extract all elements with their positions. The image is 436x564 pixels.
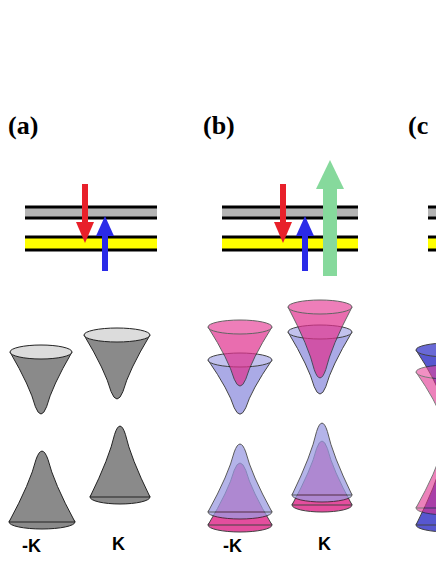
yellow-band [222, 237, 358, 250]
valley-label: -K [22, 537, 41, 555]
arrow-head [76, 222, 94, 243]
band-edge [428, 217, 436, 220]
band-edge [25, 249, 157, 252]
arrow-shaft [302, 234, 308, 271]
yellow-band [25, 237, 157, 250]
valence-cone [9, 451, 75, 529]
panel-label: (c [408, 113, 428, 139]
valence-cone [292, 423, 352, 502]
cone-rim [416, 365, 436, 379]
cone-body [292, 423, 352, 495]
band-levels [428, 207, 436, 250]
arrow-head [316, 160, 344, 189]
spin-down-arrow [76, 184, 94, 243]
arrow-head [96, 216, 114, 236]
cone-body [208, 327, 272, 386]
arrow-shaft [102, 234, 108, 271]
band-edge [25, 236, 157, 239]
arrow-shaft [323, 186, 337, 276]
band-edge [222, 217, 358, 220]
band-edge [25, 206, 157, 209]
cone-rim [288, 300, 352, 314]
gray-band [222, 207, 358, 218]
valence-cone [90, 426, 150, 504]
arrow-head [296, 216, 314, 236]
cone-rim [416, 343, 436, 357]
gray-band [428, 207, 436, 218]
cone-body [416, 372, 436, 426]
band-edge [428, 206, 436, 209]
valley-label: K [318, 535, 331, 553]
spin-down-arrow [274, 184, 292, 243]
conduction-cone [208, 320, 272, 386]
field-arrow [316, 160, 344, 276]
conduction-cone [10, 345, 72, 414]
cone-rim [10, 345, 72, 359]
cone-body [10, 352, 72, 414]
arrow-head [274, 222, 292, 243]
panel-label: (b) [203, 113, 235, 139]
band-edge [222, 249, 358, 252]
cone-body [90, 426, 150, 497]
conduction-cone [416, 365, 436, 426]
panel-label: (a) [8, 113, 38, 139]
band-levels [222, 207, 358, 250]
band-edge [222, 206, 358, 209]
spin-up-arrow [96, 216, 114, 271]
band-edge [222, 236, 358, 239]
cone-rim [84, 328, 150, 342]
valley-label: -K [223, 537, 242, 555]
cone-body [208, 444, 272, 512]
cone-body [9, 451, 75, 522]
band-edge [428, 236, 436, 239]
gray-band [25, 207, 157, 218]
cone-body [84, 335, 150, 399]
arrow-shaft [280, 184, 286, 224]
cone-body [416, 441, 436, 508]
band-edge [25, 217, 157, 220]
band-levels [25, 207, 157, 250]
arrow-shaft [82, 184, 88, 224]
valence-cone [208, 444, 272, 519]
band-edge [428, 249, 436, 252]
yellow-band [428, 237, 436, 250]
conduction-cone [288, 300, 352, 378]
valence-cone [416, 441, 436, 515]
cone-body [288, 307, 352, 378]
cone-rim [208, 320, 272, 334]
conduction-cone [84, 328, 150, 399]
spin-up-arrow [296, 216, 314, 271]
valley-cones [9, 300, 436, 532]
valley-label: K [112, 535, 125, 553]
